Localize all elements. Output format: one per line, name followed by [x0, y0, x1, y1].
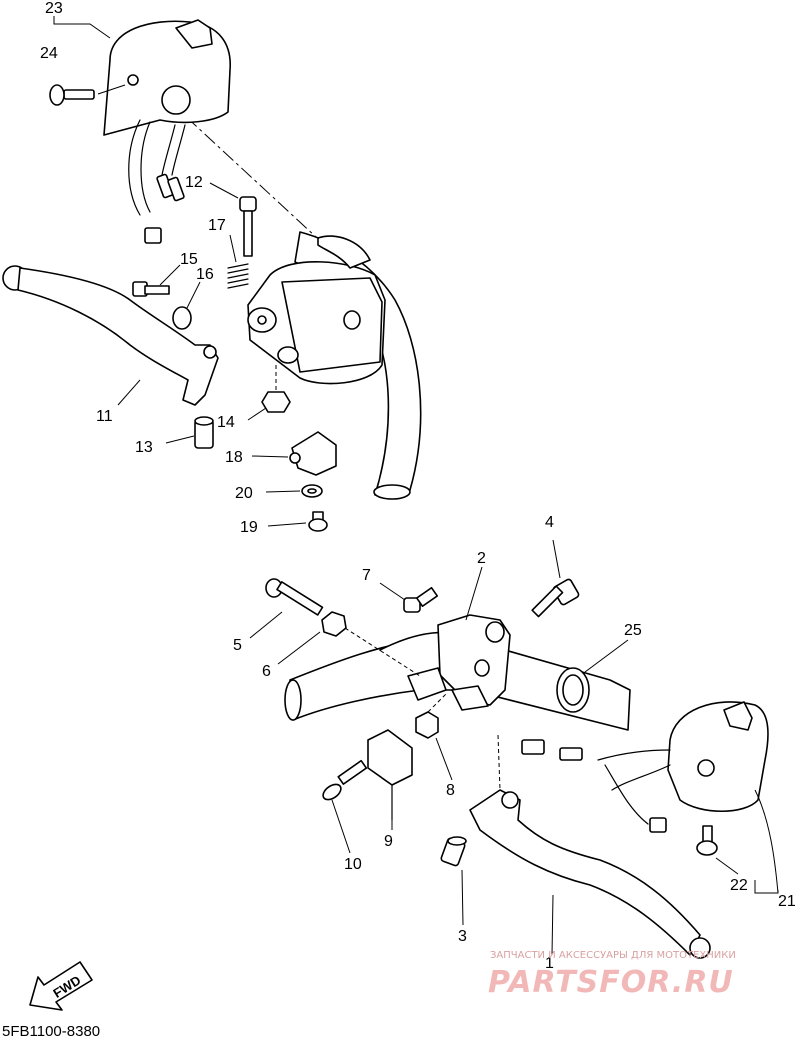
bolt-7	[379, 582, 439, 613]
callout-2: 2	[477, 550, 486, 567]
spring-17	[227, 234, 249, 289]
callout-22: 22	[730, 877, 748, 894]
cover-25	[556, 639, 629, 713]
right-handlebar-switch	[103, 19, 231, 244]
clutch-switch-9	[367, 729, 413, 830]
brake-switch-18	[251, 431, 337, 476]
bolt-5	[249, 578, 324, 639]
callout-6: 6	[262, 663, 271, 680]
bolt-4	[531, 539, 580, 618]
callout-11: 11	[96, 408, 113, 425]
callout-18: 18	[225, 449, 243, 466]
screw-19	[267, 511, 328, 532]
callout-5: 5	[233, 637, 242, 654]
assembly-centerline	[167, 99, 331, 251]
nut-16	[172, 281, 201, 330]
collar-13	[165, 416, 214, 449]
left-handlebar-switch	[521, 701, 769, 833]
nut-6	[277, 611, 421, 677]
fwd-arrow: FWD	[29, 961, 93, 1011]
bracket-23	[53, 16, 111, 39]
callout-4: 4	[545, 514, 554, 531]
washer-20	[265, 484, 323, 498]
callout-15: 15	[180, 251, 198, 268]
bolt-12	[209, 182, 257, 257]
bolt-15	[132, 264, 181, 297]
screw-24	[49, 84, 126, 106]
callout-9: 9	[384, 833, 393, 850]
clutch-holder-2	[407, 566, 511, 711]
callout-10: 10	[344, 856, 362, 873]
nut-8	[415, 693, 453, 781]
callout-24: 24	[40, 45, 58, 62]
callout-14: 14	[217, 414, 235, 431]
callout-25: 25	[624, 622, 642, 639]
watermark-logo: PARTSFOR.RU	[488, 965, 734, 1000]
callout-17: 17	[208, 217, 226, 234]
callout-1: 1	[545, 955, 554, 972]
diagram-code: 5FB1100-8380	[2, 1023, 100, 1040]
clutch-lever-1	[469, 734, 711, 959]
callout-8: 8	[446, 782, 455, 799]
watermark-tagline: ЗАПЧАСТИ И АКСЕССУАРЫ ДЛЯ МОТОТЕХНИКИ	[490, 950, 736, 961]
callout-20: 20	[235, 485, 253, 502]
nut-14	[247, 365, 291, 421]
callout-23: 23	[45, 0, 63, 17]
callout-13: 13	[135, 439, 153, 456]
callout-7: 7	[362, 567, 371, 584]
callout-19: 19	[240, 519, 258, 536]
brake-lever-11	[2, 265, 219, 406]
callout-16: 16	[196, 266, 214, 283]
bracket-21	[754, 789, 779, 894]
callout-3: 3	[458, 928, 467, 945]
collar-3	[440, 836, 467, 926]
callout-21: 21	[778, 893, 796, 910]
callout-12: 12	[185, 174, 203, 191]
front-master-cylinder	[247, 235, 386, 385]
screw-10	[322, 759, 368, 854]
screw-22	[696, 825, 739, 875]
